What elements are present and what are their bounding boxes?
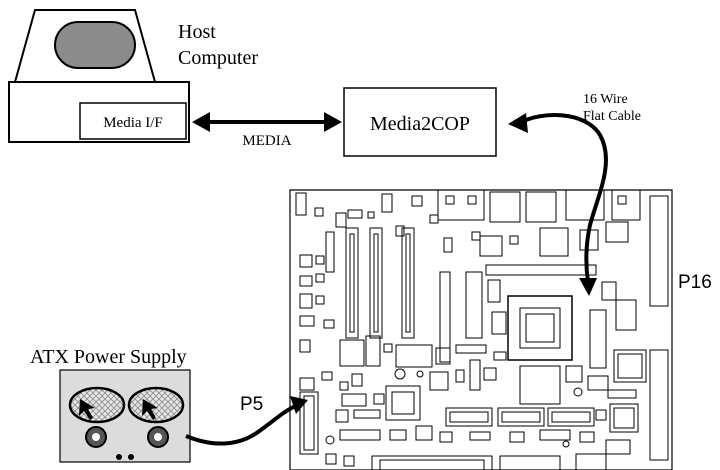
media2cop-label: Media2COP — [370, 113, 470, 135]
flat-cable: 16 Wire Flat Cable — [508, 92, 641, 296]
media-link-arrow: MEDIA — [192, 112, 342, 149]
host-screen — [54, 21, 136, 69]
media2cop-box — [343, 87, 497, 157]
psu-knob-left-center — [92, 433, 100, 441]
psu-fan-right-pointer-icon — [142, 399, 158, 420]
cable-label-line2: Flat Cable — [583, 109, 641, 124]
media-if-box — [79, 102, 187, 140]
cable-label-line1: 16 Wire — [583, 92, 628, 107]
p16-label: P16 — [678, 272, 712, 293]
media2cop-box-group: Media2COP — [343, 87, 497, 157]
power-cable-arrow — [290, 396, 308, 414]
atx-power-supply: ATX Power Supply — [30, 346, 191, 463]
media-link-label: MEDIA — [242, 133, 291, 149]
p5-label: P5 — [240, 394, 263, 415]
psu-fan-left-pointer-icon — [79, 399, 95, 420]
media-if-label: Media I/F — [103, 115, 163, 131]
host-computer: Media I/F Host Computer — [8, 9, 258, 143]
power-cable: P5 — [185, 394, 308, 446]
psu-knob-right-center — [154, 433, 162, 441]
board-outline — [289, 189, 673, 470]
atx-label: ATX Power Supply — [30, 346, 187, 368]
host-label-line1: Host — [178, 21, 216, 43]
motherboard — [289, 189, 673, 470]
psu-dot-2 — [128, 454, 134, 460]
psu-fan-left — [68, 386, 126, 424]
cable-arrow-down — [579, 278, 597, 296]
psu-fan-right — [127, 386, 185, 424]
cable-arrow-left — [508, 113, 528, 133]
host-label-line2: Computer — [178, 47, 258, 69]
psu-dot-1 — [116, 454, 122, 460]
